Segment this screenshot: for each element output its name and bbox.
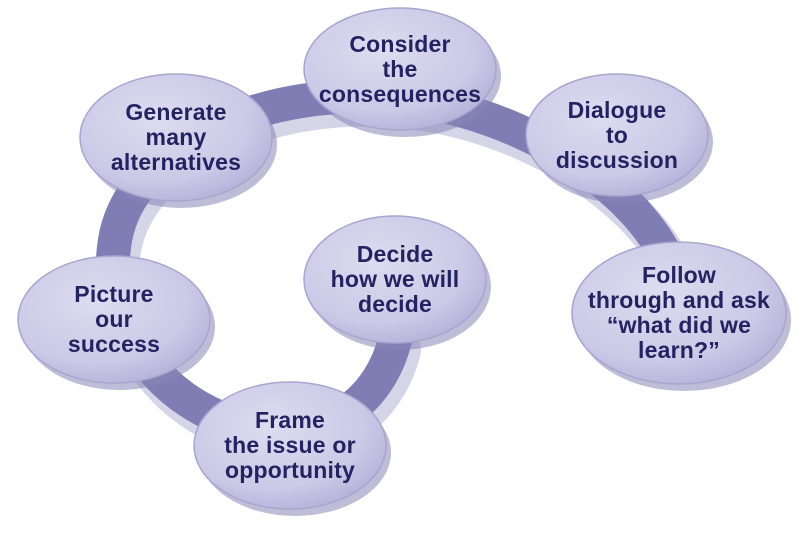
step-node-shape xyxy=(79,73,273,202)
step-generate-alternatives: Generate many alternatives xyxy=(76,70,276,205)
step-label: Decide how we will decide xyxy=(330,241,460,317)
step-label: Picture our success xyxy=(67,281,161,357)
step-follow-through: Follow through and ask “what did we lear… xyxy=(568,238,790,388)
step-frame-the-issue: Frame the issue or opportunity xyxy=(190,378,390,513)
step-picture-our-success: Picture our success xyxy=(14,252,214,387)
step-node-shape xyxy=(571,241,787,385)
step-label: Generate many alternatives xyxy=(110,99,242,175)
step-label: Follow through and ask “what did we lear… xyxy=(588,262,770,363)
step-node-shape xyxy=(193,381,387,510)
step-dialogue-to-discussion: Dialogue to discussion xyxy=(522,70,712,200)
step-node-shape xyxy=(17,255,211,384)
step-node-shape xyxy=(525,73,709,197)
step-label: Consider the consequences xyxy=(318,30,482,107)
step-label: Dialogue to discussion xyxy=(555,96,679,173)
step-decide-how-to-decide: Decide how we will decide xyxy=(300,212,490,347)
step-node-shape xyxy=(303,215,487,344)
step-label: Frame the issue or opportunity xyxy=(224,407,356,483)
step-node-shape xyxy=(303,7,497,131)
step-consider-consequences: Consider the consequences xyxy=(300,4,500,134)
